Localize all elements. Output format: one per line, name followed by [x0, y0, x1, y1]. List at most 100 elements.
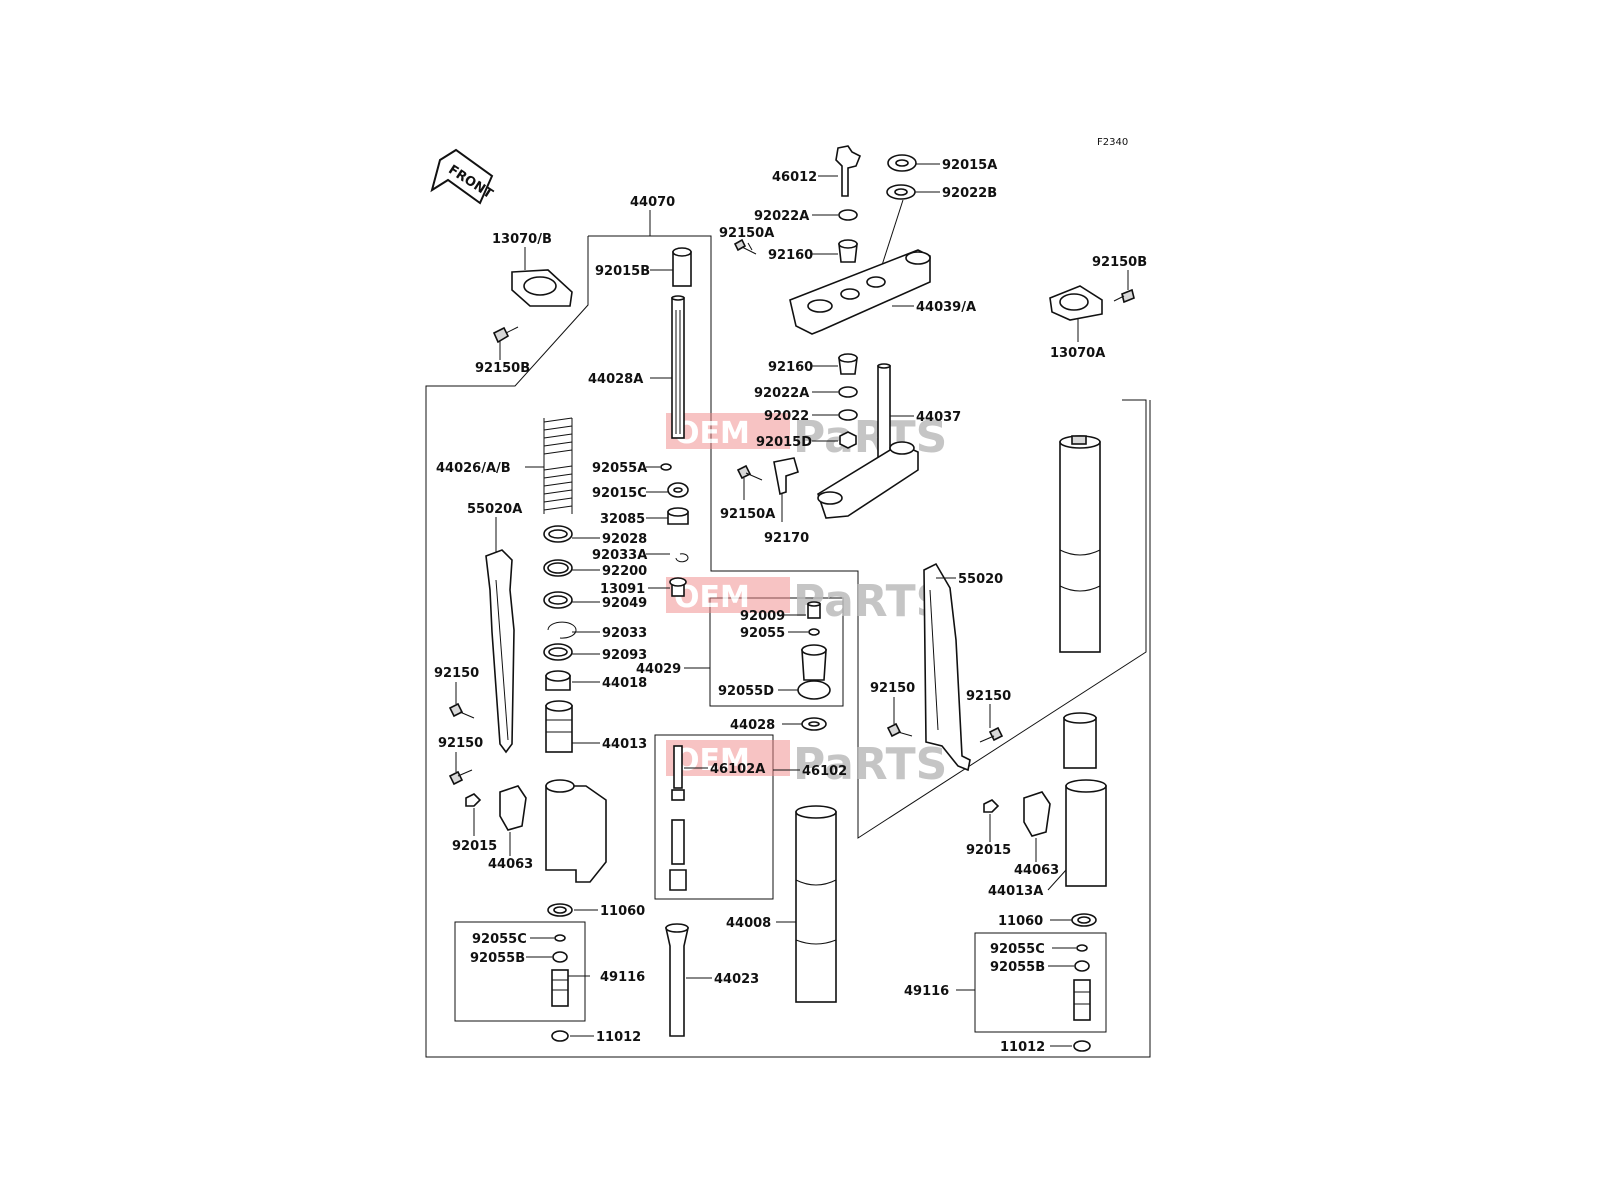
svg-text:PaRTS: PaRTS [793, 412, 947, 463]
label-92150-l1: 92150 [434, 666, 479, 681]
part-44026-spring [543, 417, 573, 514]
part-92028-bushing [543, 525, 573, 543]
label-92015A: 92015A [942, 158, 997, 173]
svg-text:PaRTS: PaRTS [793, 739, 947, 790]
part-92022A-washer-mid [838, 386, 858, 398]
label-44063-right: 44063 [1014, 863, 1059, 878]
part-92150A-bolt-mid [736, 464, 763, 481]
label-13070B: 13070/B [492, 232, 552, 247]
label-92150-l2: 92150 [438, 736, 483, 751]
part-44023-piston [665, 923, 689, 1037]
rod-kit-box-46102 [654, 734, 774, 900]
label-44008: 44008 [726, 916, 771, 931]
label-92160-mid: 92160 [768, 360, 813, 375]
label-46012: 46012 [772, 170, 817, 185]
diagram-code: F2340 [1097, 137, 1128, 148]
part-92015-nut-left [465, 793, 482, 807]
part-11060-washer-right [1071, 913, 1097, 927]
label-55020: 55020 [958, 572, 1003, 587]
label-92015-right: 92015 [966, 843, 1011, 858]
label-44023: 44023 [714, 972, 759, 987]
part-92200-washer [543, 559, 573, 577]
part-44028A-damper-rod [671, 295, 685, 439]
valve-box-49116-right [974, 932, 1107, 1033]
part-49116-valve-left [551, 969, 569, 1007]
part-92009-screw [807, 601, 821, 619]
part-46012-bolt [835, 145, 862, 197]
label-49116-right: 49116 [904, 984, 949, 999]
label-13070A: 13070A [1050, 346, 1105, 361]
label-92055B-left: 92055B [470, 951, 525, 966]
valve-box-49116-left [454, 921, 586, 1022]
part-55020-fork-guard-right [923, 562, 971, 772]
label-92055C-left: 92055C [472, 932, 527, 947]
part-44063-clamp-right [1023, 791, 1051, 837]
label-92055A: 92055A [592, 461, 647, 476]
part-13070B-clamp [511, 269, 573, 307]
label-44029: 44029 [636, 662, 681, 677]
label-46102A: 46102A [710, 762, 765, 777]
part-44013-axle-holder-left [545, 779, 607, 883]
part-44028-washer [801, 717, 827, 731]
label-11012-left: 11012 [596, 1030, 641, 1045]
left-fork-assembly-outline [425, 235, 1151, 1058]
label-92049: 92049 [602, 596, 647, 611]
label-92150B-right: 92150B [1092, 255, 1147, 270]
label-46102: 46102 [802, 764, 847, 779]
label-92028: 92028 [602, 532, 647, 547]
part-13070A-clamp [1049, 285, 1103, 321]
label-44013: 44013 [602, 737, 647, 752]
part-44018-bushing [545, 670, 571, 691]
part-44063-clamp-left [499, 785, 527, 831]
label-44028: 44028 [730, 718, 775, 733]
label-92055B-right: 92055B [990, 960, 1045, 975]
label-55020A: 55020A [467, 502, 522, 517]
label-44013A: 44013A [988, 884, 1043, 899]
label-44070: 44070 [630, 195, 675, 210]
label-44039A: 44039/A [916, 300, 976, 315]
part-92150-bolt-l1 [448, 702, 475, 719]
part-92033A-circlip [675, 553, 689, 563]
part-92170-bracket [773, 457, 799, 496]
part-92022B-washer [886, 184, 916, 200]
label-92055: 92055 [740, 626, 785, 641]
part-92055C-oring-right [1076, 944, 1088, 952]
label-92033A: 92033A [592, 548, 647, 563]
part-44008-inner-tube [795, 805, 837, 1003]
part-13091-plug [669, 577, 687, 597]
part-92049-oil-seal [543, 591, 573, 609]
label-92015-left: 92015 [452, 839, 497, 854]
part-92033-circlip [547, 621, 577, 639]
part-55020A-fork-guard-left [485, 549, 515, 754]
label-92022A-top: 92022A [754, 209, 809, 224]
label-44026AB: 44026/A/B [436, 461, 511, 476]
part-92150-bolt-l2 [448, 769, 473, 786]
label-92022: 92022 [764, 409, 809, 424]
part-92150-bolt-r2 [979, 726, 1004, 743]
part-92055B-oring-right [1074, 960, 1090, 972]
part-92055A-oring [660, 463, 672, 471]
label-92015C: 92015C [592, 486, 647, 501]
part-44029-fork-cap [801, 644, 827, 681]
part-92055B-oring-left [552, 951, 568, 963]
part-92015A-nut [887, 154, 917, 172]
label-92150B-left: 92150B [475, 361, 530, 376]
label-92160-top: 92160 [768, 248, 813, 263]
part-44039A-upper-triple-clamp [789, 249, 931, 335]
part-92150B-bolt-right [1113, 288, 1135, 304]
label-92150-r2: 92150 [966, 689, 1011, 704]
part-11012-nut-right [1073, 1040, 1091, 1052]
label-92150-r1: 92150 [870, 681, 915, 696]
part-92015B-nut [672, 247, 692, 287]
label-92093: 92093 [602, 648, 647, 663]
part-92015D-nut [839, 431, 857, 449]
part-11012-nut-left [551, 1030, 569, 1042]
svg-text:OEM: OEM [674, 580, 750, 615]
part-11060-washer-left [547, 903, 573, 917]
label-92022B: 92022B [942, 186, 997, 201]
part-92055-oring [808, 628, 820, 636]
part-92150A-bolt-top [733, 238, 757, 255]
label-44037: 44037 [916, 410, 961, 425]
part-92093-seal [543, 643, 573, 661]
